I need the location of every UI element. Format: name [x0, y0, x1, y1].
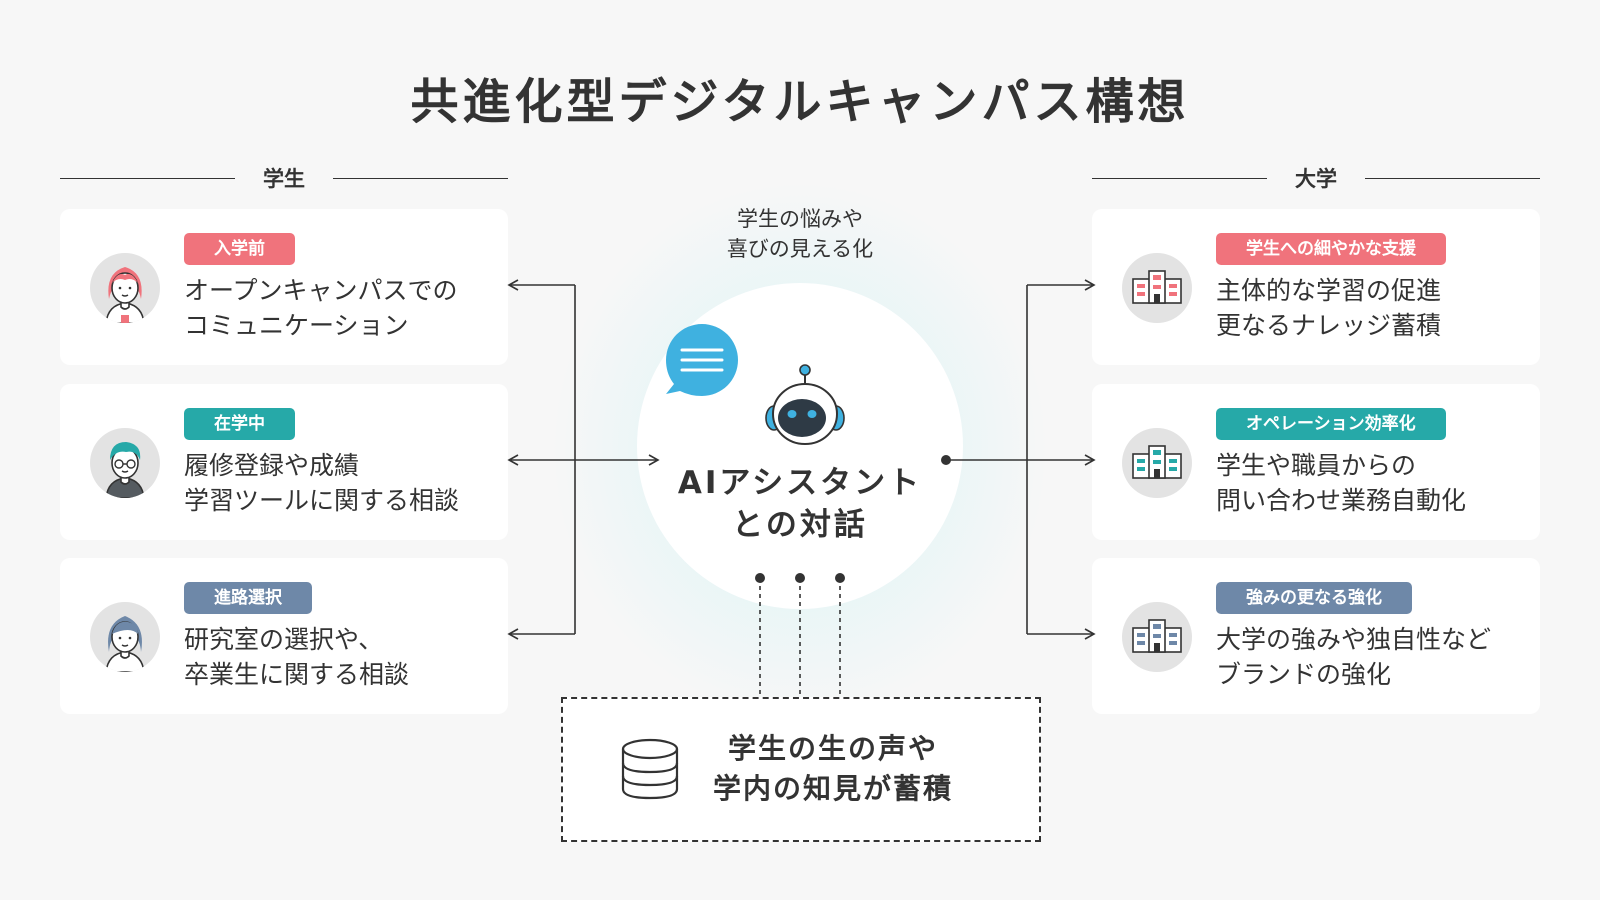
- ai-assistant-label: AIアシスタント との対話: [637, 462, 963, 546]
- divider: [1092, 177, 1267, 179]
- knowledge-database-box: 学生の生の声や 学内の知見が蓄積: [561, 697, 1041, 842]
- caption-line: 学生の悩みや: [737, 207, 863, 231]
- student-heading-label: 学生: [263, 167, 305, 191]
- card-description: オープンキャンパスでの コミュニケーション: [184, 273, 458, 343]
- student-section-heading: 学生: [60, 160, 508, 196]
- chat-bubble-icon: [666, 324, 738, 396]
- divider: [1365, 177, 1540, 179]
- ai-label-line: との対話: [732, 507, 868, 543]
- database-icon: [621, 738, 679, 800]
- database-line: 学生の生の声や: [727, 732, 938, 765]
- university-section-heading: 大学: [1092, 160, 1540, 196]
- card-description: 研究室の選択や、 卒業生に関する相談: [184, 622, 409, 692]
- card-line: 履修登録や成績: [184, 451, 360, 480]
- center-caption: 学生の悩みや 喜びの見える化: [650, 204, 950, 264]
- page-title: 共進化型デジタルキャンパス構想: [410, 74, 1190, 130]
- tag-strength-enhancement: 強みの更なる強化: [1216, 582, 1412, 614]
- divider: [60, 177, 235, 179]
- card-description: 履修登録や成績 学習ツールに関する相談: [184, 448, 459, 518]
- connector-dot: [795, 573, 805, 583]
- student-card-enrolled: 在学中 履修登録や成績 学習ツールに関する相談: [60, 384, 508, 540]
- university-card-support: 学生への細やかな支援 主体的な学習の促進 更なるナレッジ蓄積: [1092, 209, 1540, 365]
- database-connectors: [754, 578, 846, 718]
- tag-operation-efficiency: オペレーション効率化: [1216, 408, 1446, 440]
- card-line: 卒業生に関する相談: [184, 660, 410, 689]
- card-line: 問い合わせ業務自動化: [1216, 486, 1467, 515]
- tag-career-selection: 進路選択: [184, 582, 312, 614]
- ai-label-line: AIアシスタント: [677, 465, 923, 501]
- tag-pre-enrollment: 入学前: [184, 233, 295, 265]
- database-caption: 学生の生の声や 学内の知見が蓄積: [683, 729, 983, 809]
- connector-dot: [835, 573, 845, 583]
- divider: [333, 177, 508, 179]
- university-heading-label: 大学: [1295, 167, 1337, 191]
- card-line: 研究室の選択や、: [184, 625, 384, 654]
- connector-dot: [755, 573, 765, 583]
- card-line: 学生や職員からの: [1216, 451, 1417, 480]
- tag-student-support: 学生への細やかな支援: [1216, 233, 1446, 265]
- card-line: 主体的な学習の促進: [1216, 276, 1442, 305]
- student-card-career: 進路選択 研究室の選択や、 卒業生に関する相談: [60, 558, 508, 714]
- robot-icon: [765, 364, 845, 445]
- university-card-strength: 強みの更なる強化 大学の強みや独自性など ブランドの強化: [1092, 558, 1540, 714]
- tag-enrolled: 在学中: [184, 408, 295, 440]
- university-building-icon: [1122, 602, 1192, 672]
- university-building-icon: [1122, 428, 1192, 498]
- card-line: 学習ツールに関する相談: [184, 486, 460, 515]
- card-line: コミュニケーション: [184, 311, 409, 340]
- right-connector: [946, 279, 1096, 640]
- left-connector: [507, 279, 660, 640]
- university-card-efficiency: オペレーション効率化 学生や職員からの 問い合わせ業務自動化: [1092, 384, 1540, 540]
- university-building-icon: [1122, 253, 1192, 323]
- student-card-pre-enrollment: 入学前 オープンキャンパスでの コミュニケーション: [60, 209, 508, 365]
- caption-line: 喜びの見える化: [726, 237, 874, 261]
- card-description: 大学の強みや独自性など ブランドの強化: [1216, 622, 1491, 692]
- connector-dot: [941, 455, 951, 465]
- card-line: 更なるナレッジ蓄積: [1216, 311, 1442, 340]
- database-line: 学内の知見が蓄積: [712, 772, 953, 805]
- student-avatar-icon: [90, 253, 160, 323]
- student-avatar-icon: [90, 602, 160, 672]
- card-description: 学生や職員からの 問い合わせ業務自動化: [1216, 448, 1466, 518]
- student-avatar-icon: [90, 428, 160, 498]
- card-line: 大学の強みや独自性など: [1216, 625, 1492, 654]
- card-line: オープンキャンパスでの: [184, 276, 458, 305]
- card-line: ブランドの強化: [1216, 660, 1392, 689]
- card-description: 主体的な学習の促進 更なるナレッジ蓄積: [1216, 273, 1441, 343]
